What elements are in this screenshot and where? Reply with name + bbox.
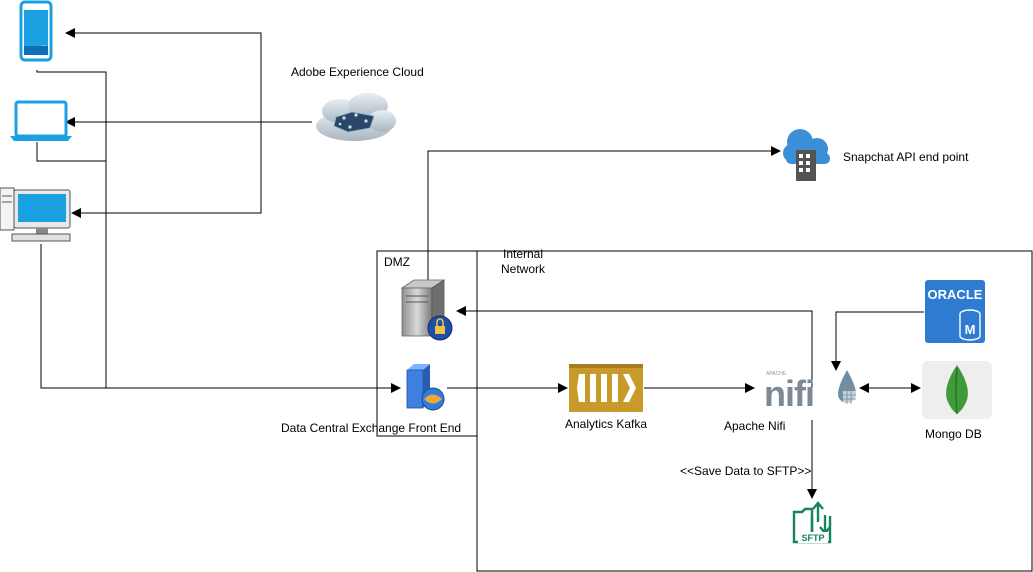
kafka-label: Analytics Kafka [565, 417, 647, 431]
edge-nifi-to-proxy [456, 306, 813, 388]
edge-laptop-down [36, 142, 106, 162]
edge-proxy-to-snapchat [427, 146, 781, 281]
oracle-database-icon: ORACLE M [925, 280, 985, 343]
edge-adobe-to-phone [65, 28, 312, 123]
sftp-edge-label: <<Save Data to SFTP>> [680, 464, 811, 478]
dmz-label: DMZ [384, 255, 410, 269]
nifi-wordmark: nifi [764, 373, 814, 414]
laptop-icon [10, 100, 72, 141]
snapchat-label: Snapchat API end point [843, 150, 969, 164]
edge-phone-down [36, 70, 107, 388]
connectors [36, 28, 924, 499]
web-server-icon [406, 364, 445, 411]
oracle-text: ORACLE [928, 287, 983, 302]
cloud-building-icon [783, 129, 830, 181]
edge-oracle-to-nifi [831, 311, 924, 371]
mongo-label: Mongo DB [925, 427, 982, 441]
edge-adobe-to-desktop [71, 122, 262, 218]
adobe-label: Adobe Experience Cloud [291, 65, 424, 79]
nifi-small-text: APACHE [766, 371, 787, 377]
nifi-label: Apache Nifi [724, 419, 785, 433]
apache-nifi-logo: APACHE nifi [764, 370, 856, 414]
desktop-computer-icon [0, 187, 71, 242]
mongodb-icon [922, 361, 992, 419]
internal-label-line2: Network [501, 262, 546, 276]
cloud-icon [316, 93, 396, 141]
edge-desktop-to-dce [40, 244, 401, 393]
oracle-badge: M [965, 322, 976, 337]
internal-network-zone [476, 250, 1033, 572]
sftp-text: SFTP [801, 533, 824, 543]
internal-label-line1: Internal [503, 247, 543, 261]
kafka-icon [569, 364, 643, 412]
sftp-folder-icon: SFTP [792, 501, 832, 544]
mobile-phone-icon [19, 0, 53, 62]
secure-server-icon [400, 279, 453, 341]
dce-label: Data Central Exchange Front End [281, 421, 461, 435]
